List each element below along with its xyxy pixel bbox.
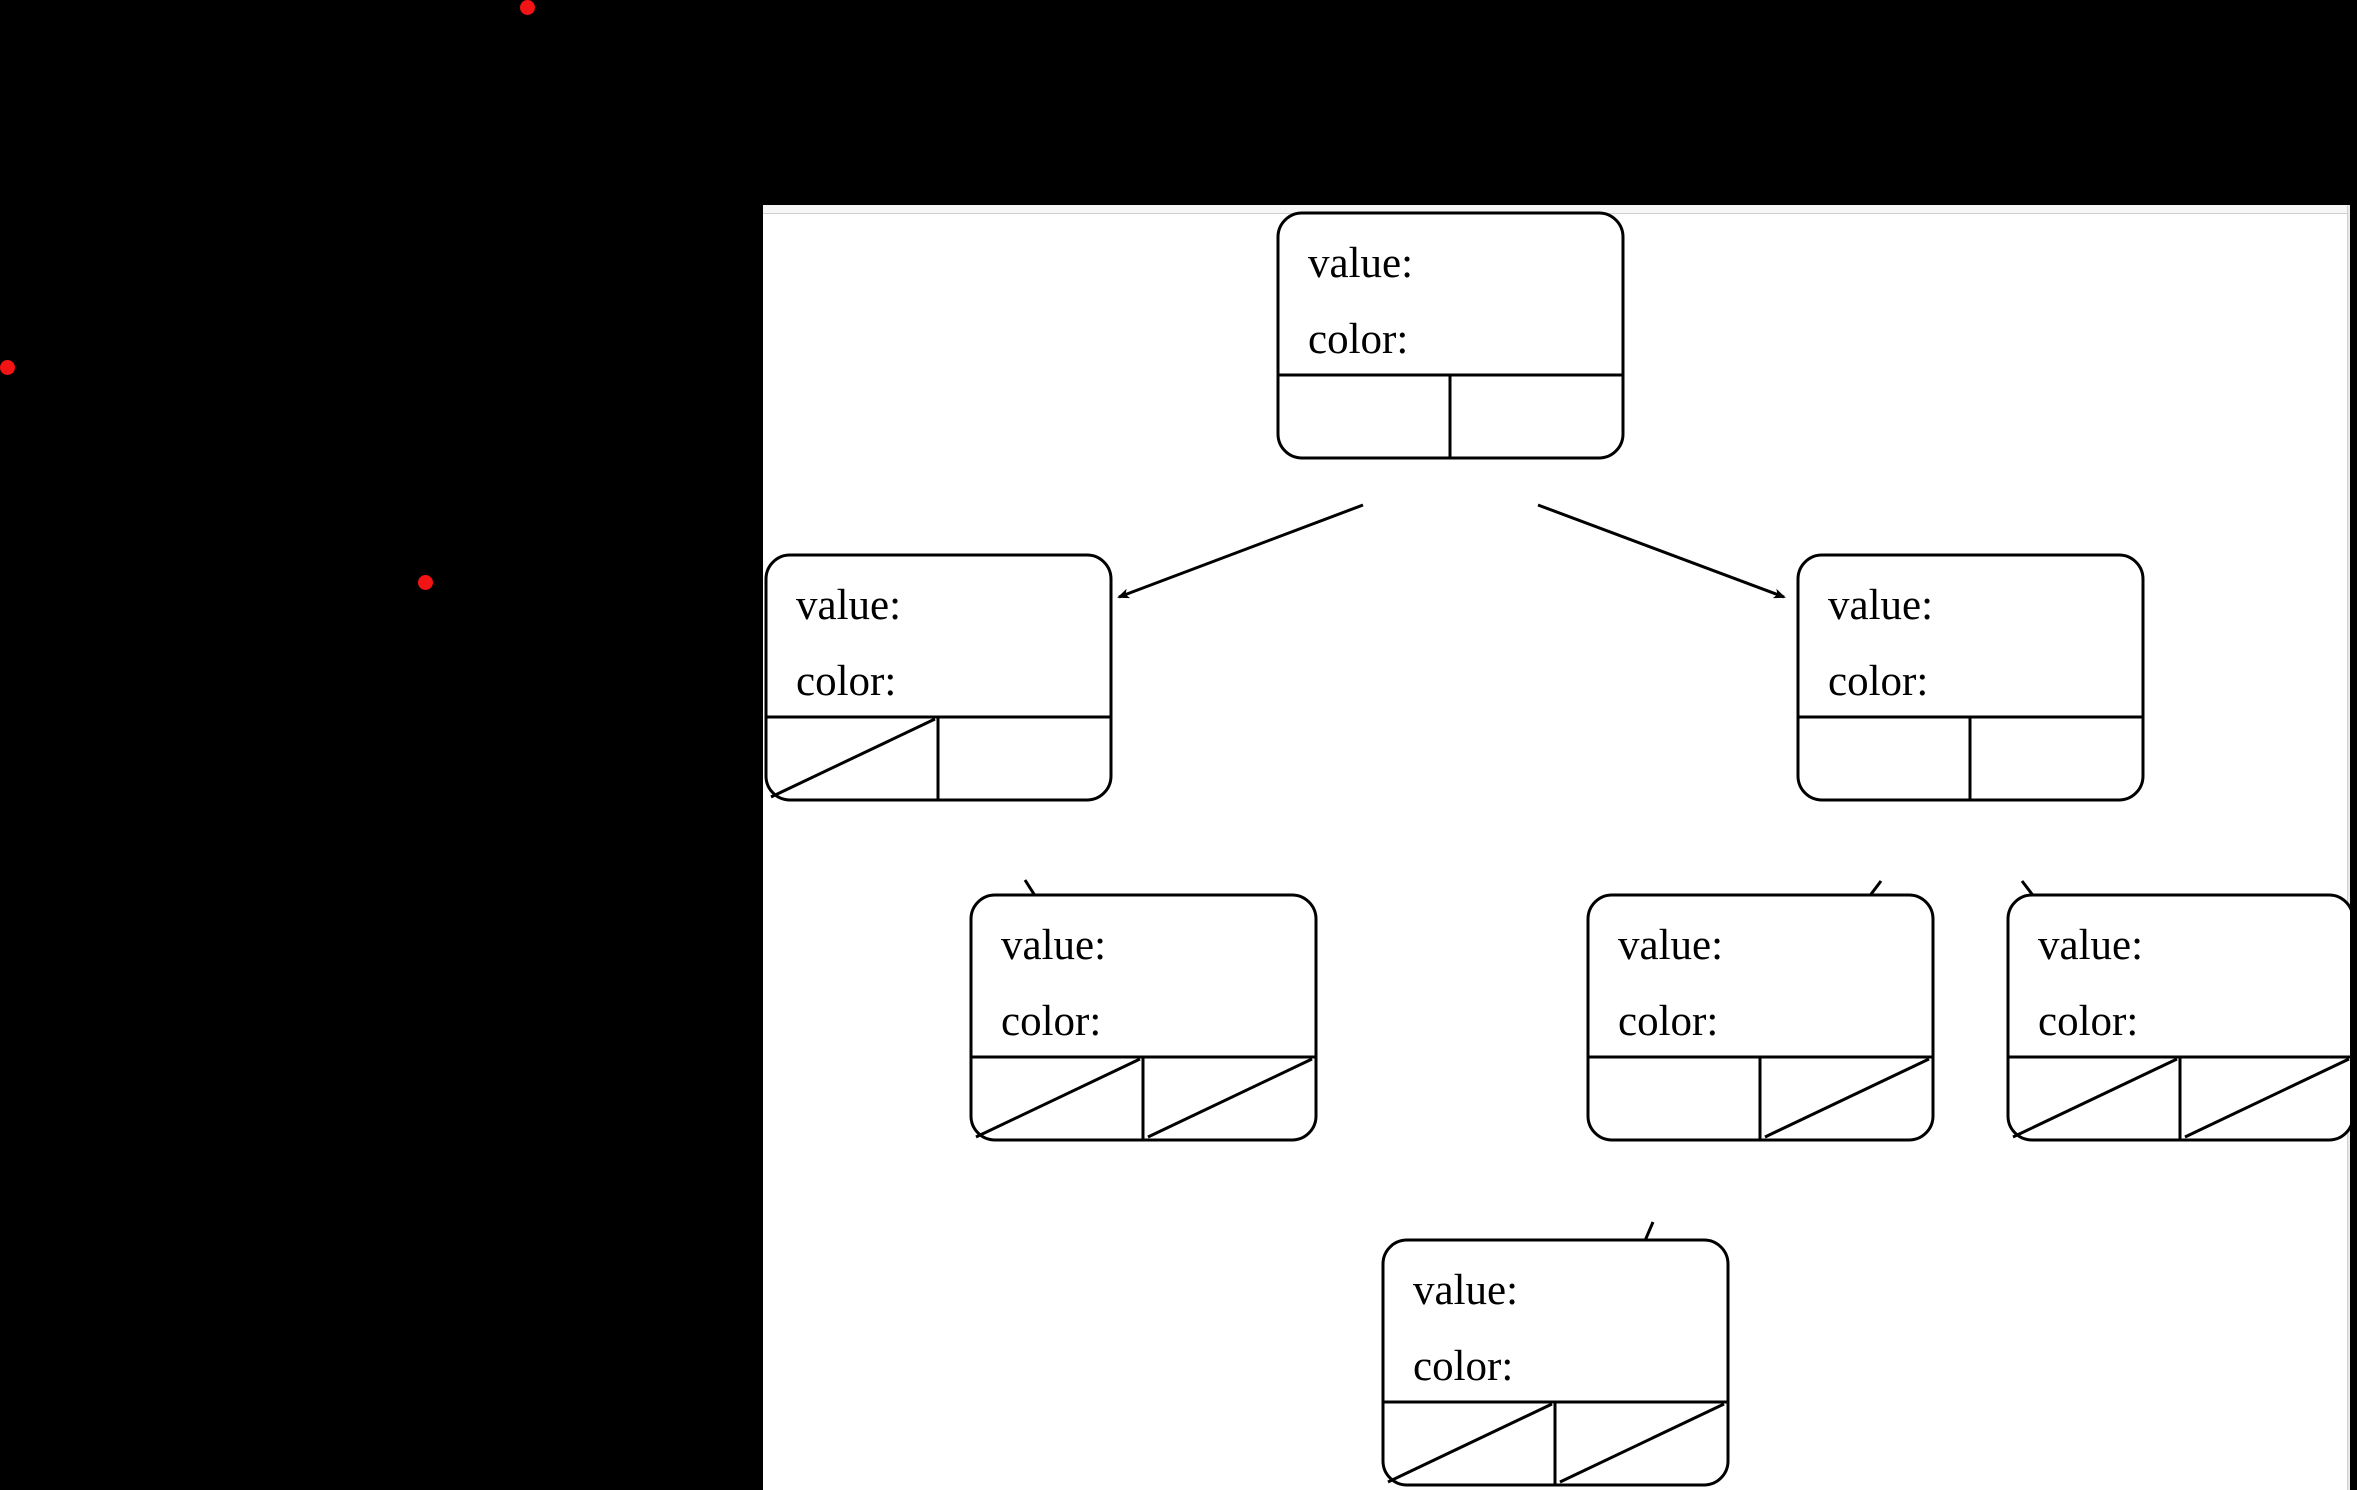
node-color-label-root: color: bbox=[1308, 316, 1408, 363]
null-slash-right-pointer-right-left-node bbox=[1764, 1057, 1930, 1139]
panel-scrollbar-edge[interactable] bbox=[2347, 205, 2350, 1490]
null-slash-left-pointer-right-right-node bbox=[2012, 1057, 2178, 1139]
tree-node-right-left-left[interactable]: value: color: bbox=[1381, 1238, 1730, 1487]
node-color-label-right-left: color: bbox=[1618, 998, 1718, 1045]
tree-node-left[interactable]: value: color: bbox=[764, 553, 1113, 802]
null-slash-right-pointer-right-right-node bbox=[2184, 1057, 2350, 1139]
node-color-label-right-right: color: bbox=[2038, 998, 2138, 1045]
null-slash-left-pointer-left-right-node bbox=[975, 1057, 1141, 1139]
null-slash-left-pointer-bottom-node bbox=[1387, 1402, 1553, 1484]
node-color-label-left: color: bbox=[796, 658, 896, 705]
marker-dot-left bbox=[0, 360, 15, 375]
tree-node-right-right[interactable]: value: color: bbox=[2006, 893, 2350, 1142]
edge-root-to-right bbox=[1537, 503, 1786, 599]
node-color-label-right: color: bbox=[1828, 658, 1928, 705]
null-slash-right-pointer-bottom-node bbox=[1559, 1402, 1725, 1484]
diagram-panel: value: color: value: color: value: color… bbox=[763, 205, 2350, 1490]
node-color-label-right-left-left: color: bbox=[1413, 1343, 1513, 1390]
node-value-label-right-left: value: bbox=[1618, 922, 1723, 969]
null-slash-left-pointer-left-node bbox=[770, 717, 936, 799]
edge-root-to-left bbox=[1117, 503, 1364, 599]
tree-node-right[interactable]: value: color: bbox=[1796, 553, 2145, 802]
node-color-label-left-right: color: bbox=[1001, 998, 1101, 1045]
marker-dot-top bbox=[520, 0, 535, 15]
node-value-label-right-right: value: bbox=[2038, 922, 2143, 969]
marker-dot-middle bbox=[418, 575, 433, 590]
tree-node-left-right[interactable]: value: color: bbox=[969, 893, 1318, 1142]
node-value-label-root: value: bbox=[1308, 240, 1413, 287]
node-value-label-left-right: value: bbox=[1001, 922, 1106, 969]
node-value-label-right: value: bbox=[1828, 582, 1933, 629]
node-value-label-right-left-left: value: bbox=[1413, 1267, 1518, 1314]
tree-node-right-left[interactable]: value: color: bbox=[1586, 893, 1935, 1142]
binary-tree-diagram: value: color: value: color: value: color… bbox=[764, 211, 2350, 1487]
tree-node-root[interactable]: value: color: bbox=[1276, 211, 1625, 460]
node-value-label-left: value: bbox=[796, 582, 901, 629]
null-slash-right-pointer-left-right-node bbox=[1147, 1057, 1313, 1139]
